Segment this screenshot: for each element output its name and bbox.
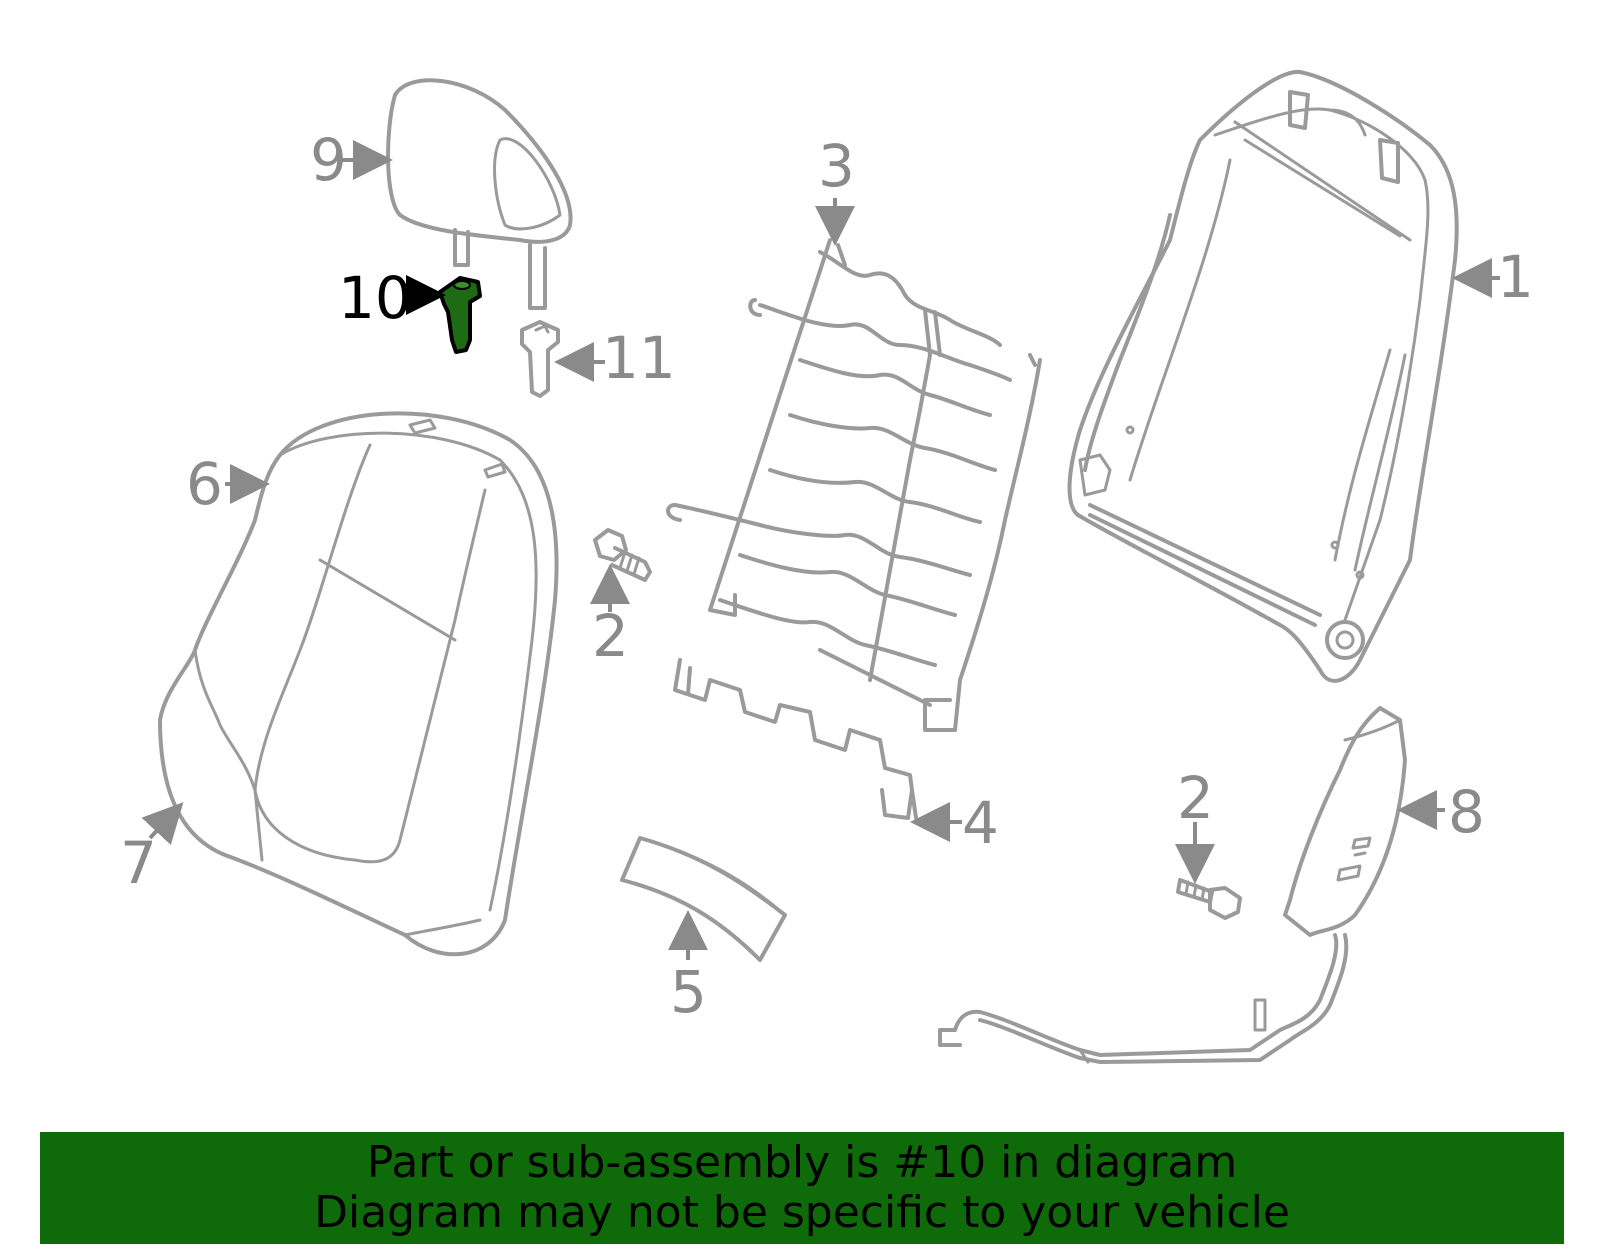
callout-7: 7: [120, 829, 157, 897]
callout-3: 3: [818, 132, 855, 200]
callout-8: 8: [1448, 778, 1485, 846]
banner-line-disclaimer: Diagram may not be specific to your vehi…: [314, 1187, 1290, 1238]
headrest-guide-part-10[interactable]: [438, 276, 482, 354]
bolt-part-2-right: [1176, 878, 1242, 920]
seat-back-frame-part-1: [1067, 69, 1459, 683]
callout-2-right: 2: [1177, 764, 1214, 832]
callout-1: 1: [1497, 243, 1534, 311]
callout-2-left: 2: [592, 602, 629, 670]
headrest-guide-part-11: [520, 320, 560, 398]
banner-line-part-number: Part or sub-assembly is #10 in diagram: [366, 1137, 1238, 1188]
lumbar-wire-part-4: [673, 658, 918, 820]
pad-part-5: [620, 836, 787, 962]
callout-5: 5: [670, 958, 707, 1026]
info-banner: Part or sub-assembly is #10 in diagram D…: [40, 1132, 1564, 1244]
seat-back-cover-part-6-7: [158, 411, 559, 957]
callout-11: 11: [602, 324, 676, 392]
bolt-part-2-left: [593, 528, 652, 582]
callout-10[interactable]: 10: [338, 264, 412, 332]
arrow-callout-7: [141, 802, 184, 846]
callout-4: 4: [962, 789, 999, 857]
callout-6: 6: [186, 450, 223, 518]
headrest-part-9: [386, 78, 573, 310]
side-airbag-part-8: [938, 706, 1407, 1064]
callout-9: 9: [310, 126, 347, 194]
spring-mat-part-3: [666, 238, 1042, 732]
